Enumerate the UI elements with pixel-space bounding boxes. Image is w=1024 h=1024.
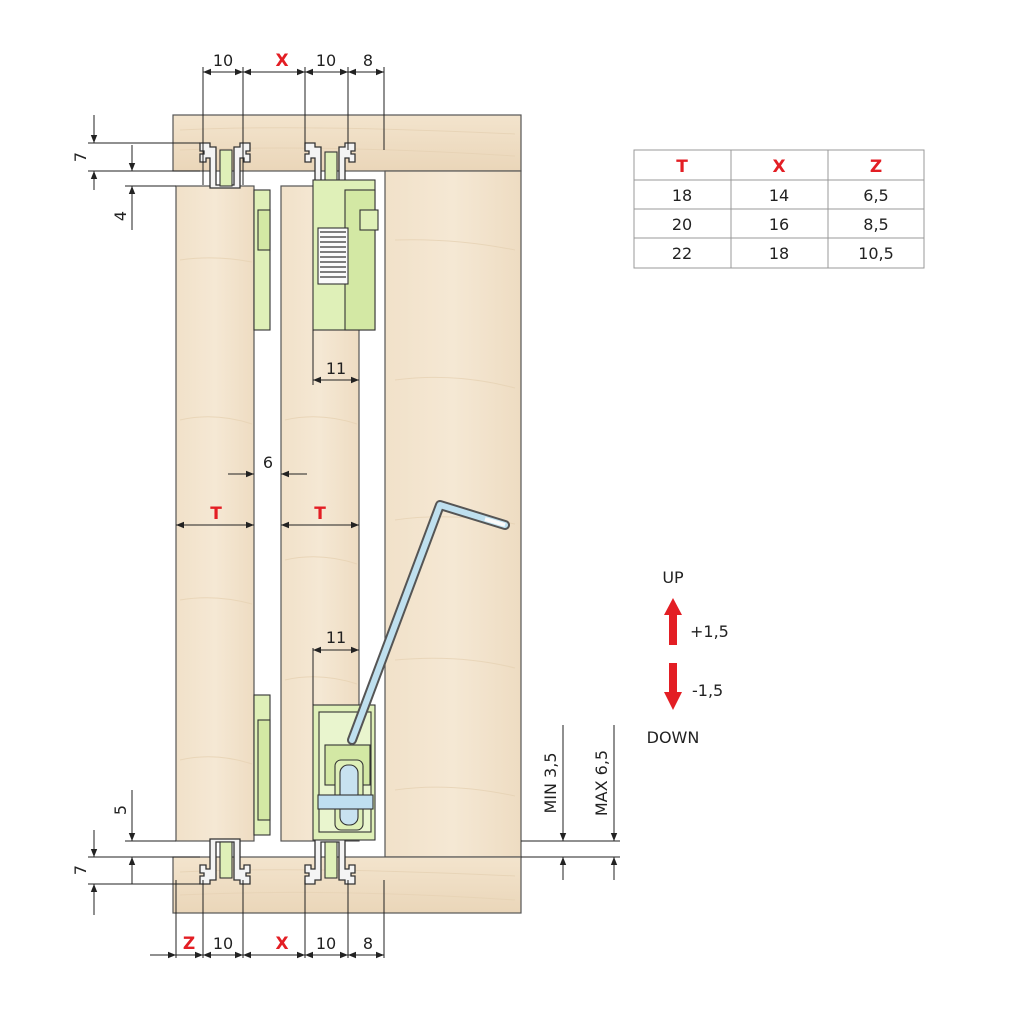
- bottom-dimension-labels: Z 10 X 10 8: [183, 934, 373, 954]
- max-height-label: MAX 6,5: [592, 750, 611, 816]
- height-dimension-labels: MIN 3,5 MAX 6,5: [541, 750, 611, 816]
- upper-offset-label: 11: [326, 359, 346, 378]
- adjustment-key-icon: [347, 500, 510, 745]
- table-cell: 6,5: [863, 186, 888, 205]
- left-dimension-labels: 7 4 5 7: [71, 152, 130, 875]
- down-arrow-icon: [664, 663, 682, 710]
- table-cell: 18: [769, 244, 789, 263]
- up-arrow-icon: [664, 598, 682, 645]
- bottom-dim-10a: 10: [213, 934, 233, 953]
- table-cell: 18: [672, 186, 692, 205]
- left-dim-top-rail: 7: [71, 152, 90, 162]
- dimension-lines: [88, 67, 620, 959]
- top-spring-icon: [320, 231, 346, 278]
- down-value-label: -1,5: [692, 681, 723, 700]
- up-label: UP: [662, 568, 684, 587]
- top-dim-x: X: [275, 51, 288, 71]
- table-header-z: Z: [870, 157, 882, 177]
- table-header-t: T: [676, 157, 688, 177]
- table-cell: 10,5: [858, 244, 894, 263]
- table-cell: 22: [672, 244, 692, 263]
- lower-offset-label: 11: [326, 628, 346, 647]
- panel-gap-label: 6: [263, 453, 273, 472]
- bottom-dim-10b: 10: [316, 934, 336, 953]
- top-dim-10a: 10: [213, 51, 233, 70]
- bottom-dim-x: X: [275, 934, 288, 954]
- down-label: DOWN: [647, 728, 700, 747]
- dimension-table: T X Z 18 14 6,5 20 16 8,5 22 18 10,5: [633, 149, 925, 269]
- left-dim-bottom-gap: 5: [111, 805, 130, 815]
- panel-t-left-label: T: [210, 504, 222, 524]
- top-dim-8: 8: [363, 51, 373, 70]
- height-adjustment: UP +1,5 -1,5 DOWN: [647, 568, 729, 747]
- door-panels: [175, 185, 360, 842]
- table-cell: 20: [672, 215, 692, 234]
- top-dimension-labels: 10 X 10 8: [213, 51, 373, 71]
- bottom-dim-z: Z: [183, 934, 195, 954]
- table-cell: 8,5: [863, 215, 888, 234]
- table-header-x: X: [772, 157, 785, 177]
- top-dim-10b: 10: [316, 51, 336, 70]
- bottom-dim-8: 8: [363, 934, 373, 953]
- left-dim-top-gap: 4: [111, 211, 130, 221]
- panel-t-right-label: T: [314, 504, 326, 524]
- table-cell: 16: [769, 215, 789, 234]
- table-cell: 14: [769, 186, 789, 205]
- left-dim-bottom-rail: 7: [71, 865, 90, 875]
- up-value-label: +1,5: [690, 622, 729, 641]
- bottom-rails: [199, 838, 356, 885]
- min-height-label: MIN 3,5: [541, 752, 560, 813]
- top-guides: [219, 149, 379, 331]
- panel-dimension-labels: 6 T T 11 11: [210, 359, 346, 647]
- bottom-fittings: [219, 694, 376, 879]
